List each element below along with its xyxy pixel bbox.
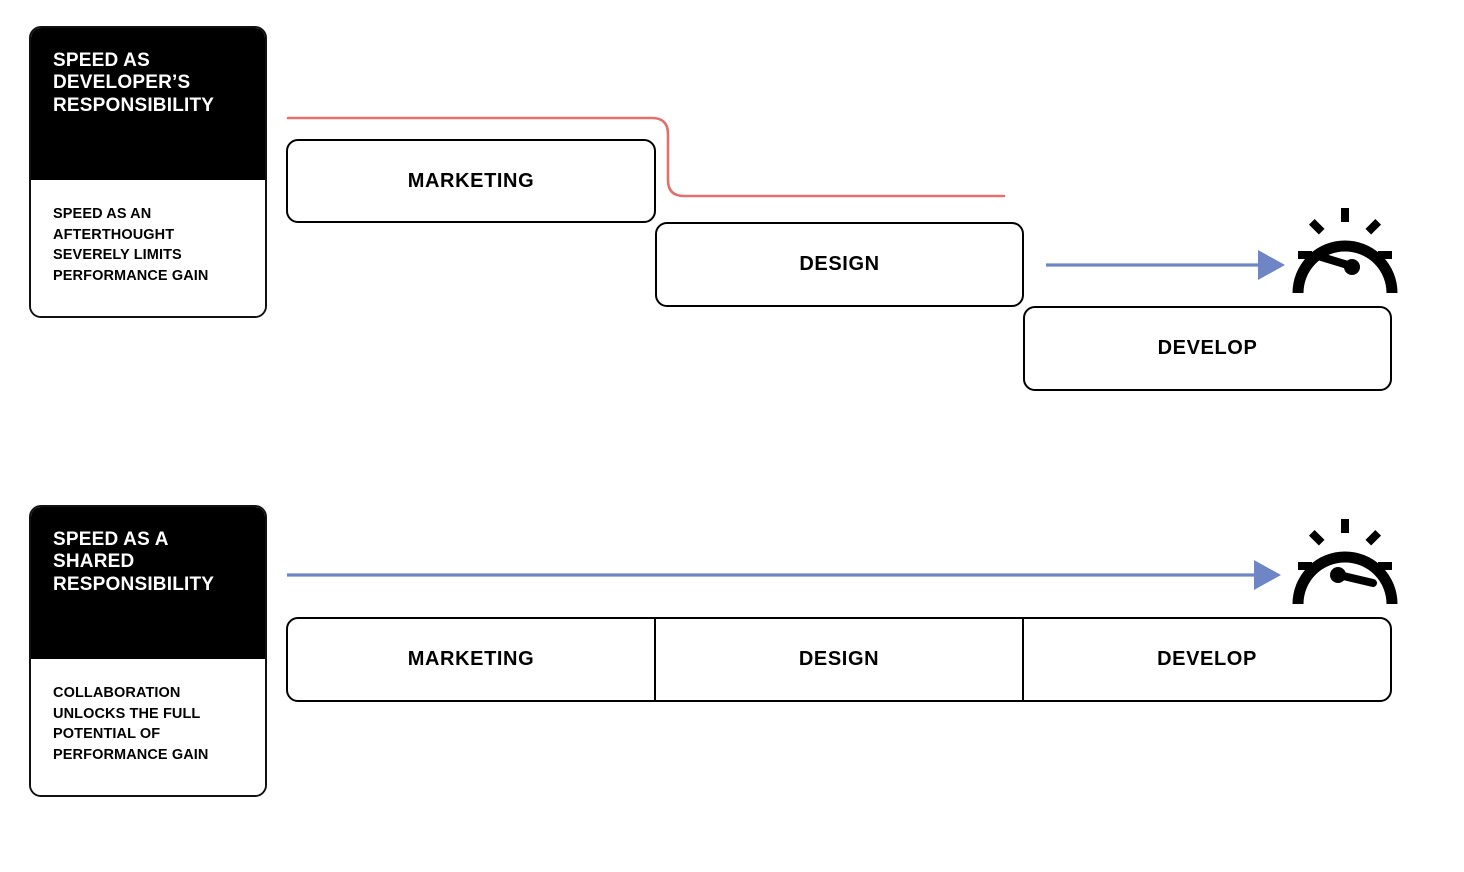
scenario-title: SPEED AS DEVELOPER’S RESPONSIBILITY bbox=[53, 50, 215, 116]
scenario-description: SPEED AS AN AFTERTHOUGHT SEVERELY LIMITS… bbox=[53, 206, 209, 284]
stage-box-design-unified[interactable]: DESIGN bbox=[656, 619, 1024, 700]
stage-box-label: DEVELOP bbox=[1157, 648, 1257, 670]
scenario-description: COLLABORATION UNLOCKS THE FULL POTENTIAL… bbox=[53, 685, 209, 763]
speedometer-high-icon bbox=[1292, 519, 1398, 605]
stage-box-label: MARKETING bbox=[407, 648, 535, 670]
stage-box-label: MARKETING bbox=[407, 169, 535, 192]
stage-box-marketing-unified[interactable]: MARKETING bbox=[288, 619, 656, 700]
scenario-card-shared-responsibility: SPEED AS A SHARED RESPONSIBILITY COLLABO… bbox=[29, 505, 267, 798]
stage-box-label: DESIGN bbox=[799, 253, 880, 275]
scenario-card-developer-responsibility: SPEED AS DEVELOPER’S RESPONSIBILITY SPEE… bbox=[29, 26, 267, 319]
stage-box-label: DEVELOP bbox=[1157, 337, 1258, 359]
scenario-card-body: SPEED AS AN AFTERTHOUGHT SEVERELY LIMITS… bbox=[31, 180, 265, 317]
scenario-card-body: COLLABORATION UNLOCKS THE FULL POTENTIAL… bbox=[31, 659, 265, 796]
stage-box-label: DESIGN bbox=[798, 648, 880, 670]
speedometer-low-icon bbox=[1292, 208, 1398, 294]
stage-box-develop-staggered[interactable]: DEVELOP bbox=[1023, 306, 1392, 391]
scenario-card-header: SPEED AS DEVELOPER’S RESPONSIBILITY bbox=[31, 28, 265, 180]
short-speed-arrow-icon bbox=[1046, 250, 1285, 280]
stage-box-marketing-staggered[interactable]: MARKETING bbox=[286, 139, 656, 223]
stage-bar-unified: MARKETING DESIGN DEVELOP bbox=[286, 617, 1392, 702]
scenario-title: SPEED AS A SHARED RESPONSIBILITY bbox=[53, 529, 215, 595]
scenario-card-header: SPEED AS A SHARED RESPONSIBILITY bbox=[31, 507, 265, 659]
full-span-speed-arrow-icon bbox=[287, 560, 1281, 590]
stage-box-design-staggered[interactable]: DESIGN bbox=[655, 222, 1024, 307]
stage-box-develop-unified[interactable]: DEVELOP bbox=[1024, 619, 1390, 700]
